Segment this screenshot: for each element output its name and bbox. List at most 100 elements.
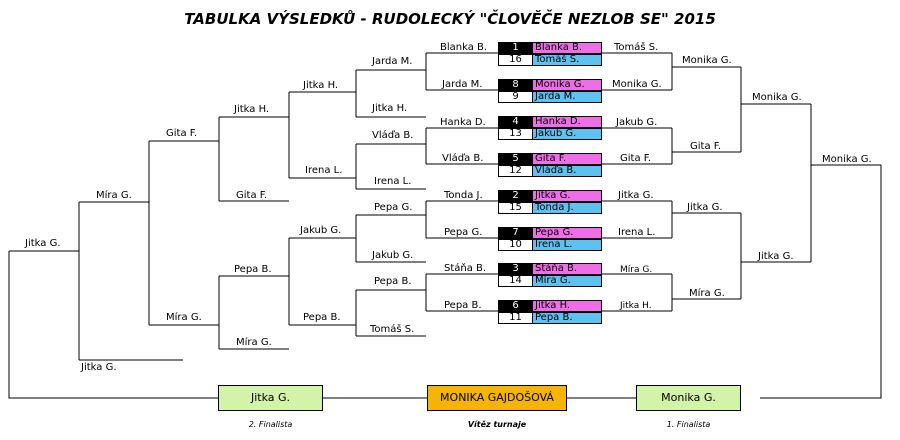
seed-name: Monika G. — [533, 80, 601, 90]
winner-caption: Vítěz turnaje — [467, 420, 527, 429]
left-r2-label: Jakub G. — [372, 250, 414, 261]
left-r3-label: Jitka H. — [303, 80, 339, 91]
seed-name: Blanka B. — [533, 43, 601, 53]
seed-name: Vláďa B. — [533, 166, 601, 176]
seed-number: 4 — [499, 117, 533, 127]
seed-name: Míra G. — [533, 276, 601, 286]
left-r1-label: Pepa G. — [444, 227, 483, 238]
left-r3-label: Irena L. — [305, 165, 343, 176]
winner-box: MONIKA GAJDOŠOVÁ — [427, 385, 567, 411]
left-r5-label: Míra G. — [166, 312, 202, 323]
seed-number: 10 — [499, 240, 533, 250]
left-r1-label: Blanka B. — [440, 42, 488, 53]
left-r3-label: Pepa B. — [303, 312, 341, 323]
seed-number: 8 — [499, 80, 533, 90]
right-r3-label: Monika G. — [752, 92, 802, 103]
right-r3-label: Jitka G. — [758, 251, 794, 262]
right-r2-label: Jitka G. — [687, 202, 723, 213]
seed-number: 5 — [499, 154, 533, 164]
left-r6-label: Jitka G. — [81, 362, 117, 373]
seed-name: Stáňa B. — [533, 264, 601, 274]
right-r4-label: Monika G. — [822, 154, 872, 165]
seed-number: 14 — [499, 276, 533, 286]
left-r2-label: Vláďa B. — [372, 130, 414, 141]
left-r4-label: Gita F. — [236, 190, 268, 201]
right-r1-label: Tomáš S. — [614, 42, 659, 53]
seed-number: 1 — [499, 43, 533, 53]
left-r7-label: Jitka G. — [25, 238, 61, 249]
left-finalist-caption: 2. Finalista — [248, 420, 293, 429]
left-r1-label: Tonda J. — [444, 190, 483, 201]
left-r1-label: Pepa B. — [444, 300, 482, 311]
seed-name: Pepa G. — [533, 228, 601, 238]
right-r1-label: Monika G. — [612, 79, 662, 90]
seed-number: 16 — [499, 55, 533, 65]
right-finalist-box: Monika G. — [636, 385, 741, 411]
left-r2-label: Irena L. — [374, 176, 412, 187]
right-r1-label: Jakub G. — [616, 117, 658, 128]
seed-number: 9 — [499, 92, 533, 102]
left-r1-label: Vláďa B. — [442, 153, 484, 164]
seed-name: Jakub G. — [533, 129, 601, 139]
seed-number: 15 — [499, 203, 533, 213]
left-r1-label: Jarda M. — [442, 79, 483, 90]
left-r4-label: Míra G. — [236, 337, 272, 348]
seed-number: 13 — [499, 129, 533, 139]
seed-number: 3 — [499, 264, 533, 274]
right-r1-label: Irena L. — [618, 227, 656, 238]
left-r2-label: Tomáš S. — [370, 324, 415, 335]
left-r1-label: Stáňa B. — [444, 263, 487, 274]
seed-name: Jitka G. — [533, 191, 601, 201]
seed-name: Gita F. — [533, 154, 601, 164]
left-r4-label: Jitka H. — [234, 104, 270, 115]
left-r3-label: Jakub G. — [300, 225, 342, 236]
right-r1-label: Gita F. — [620, 153, 652, 164]
seed-number: 11 — [499, 313, 533, 323]
right-finalist-caption: 1. Finalista — [666, 420, 711, 429]
left-r5-label: Gita F. — [166, 128, 198, 139]
left-r2-label: Jitka H. — [372, 103, 408, 114]
left-r1-label: Hanka D. — [440, 117, 486, 128]
seed-name: Tomáš S. — [533, 55, 601, 65]
left-r4-label: Pepa B. — [234, 264, 272, 275]
page-title: TABULKA VÝSLEDKŮ - RUDOLECKÝ "ČLOVĚČE NE… — [184, 10, 716, 28]
right-r1-label: Míra G. — [620, 265, 653, 275]
seed-number: 12 — [499, 166, 533, 176]
left-finalist-box: Jitka G. — [218, 385, 323, 411]
right-r1-label: Jitka H. — [620, 301, 652, 311]
right-r2-label: Monika G. — [682, 55, 732, 66]
seed-name: Pepa B. — [533, 313, 601, 323]
left-r6-label: Míra G. — [96, 190, 132, 201]
left-r2-label: Pepa B. — [374, 276, 412, 287]
seed-name: Tonda J. — [533, 203, 601, 213]
seed-number: 7 — [499, 228, 533, 238]
left-r2-label: Pepa G. — [374, 202, 413, 213]
seed-name: Hanka D. — [533, 117, 601, 127]
seed-number: 2 — [499, 191, 533, 201]
seed-name: Irena L. — [533, 240, 601, 250]
seed-name: Jarda M. — [533, 92, 601, 102]
right-r2-label: Míra G. — [689, 288, 725, 299]
right-r2-label: Gita F. — [690, 141, 722, 152]
right-r1-label: Jitka G. — [618, 190, 654, 201]
seed-number: 6 — [499, 301, 533, 311]
seed-name: Jitka H. — [533, 301, 601, 311]
left-r2-label: Jarda M. — [372, 56, 413, 67]
